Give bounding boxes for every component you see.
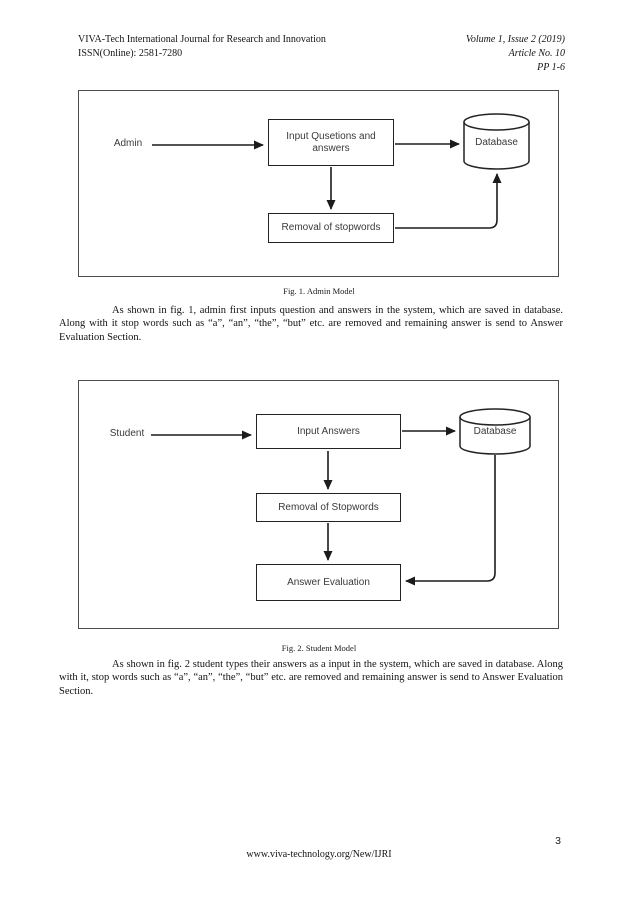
journal-url-link[interactable]: www.viva-technology.org/New/IJRI	[246, 849, 392, 860]
database-cylinder	[463, 113, 530, 170]
node-database-label: Database	[473, 426, 517, 437]
node-removal-stopwords: Removal of stopwords	[268, 213, 394, 243]
page-number: 3	[555, 835, 561, 847]
arrow-database-to-evaluation	[405, 455, 496, 586]
journal-title: VIVA-Tech International Journal for Rese…	[78, 34, 326, 45]
header-left: VIVA-Tech International Journal for Rese…	[78, 33, 326, 61]
figure-2-connectors	[151, 408, 531, 586]
node-removal-stopwords: Removal of Stopwords	[256, 493, 401, 522]
figure-1-admin-model: Admin Input Qusetions and answers Databa…	[78, 90, 559, 277]
page-range: PP 1-6	[537, 62, 565, 73]
figure-1-connectors	[152, 113, 530, 229]
node-database-label: Database	[475, 137, 518, 148]
database-cylinder	[459, 408, 531, 455]
figure-2-caption: Fig. 2. Student Model	[281, 643, 357, 653]
header-right: Volume 1, Issue 2 (2019) Article No. 10 …	[466, 33, 565, 75]
arrow-removal-to-database	[395, 173, 502, 229]
actor-label-admin: Admin	[113, 138, 143, 149]
node-input-answers: Input Answers	[256, 414, 401, 449]
paragraph-admin-model: As shown in fig. 1, admin first inputs q…	[59, 305, 563, 343]
journal-issn: ISSN(Online): 2581-7280	[78, 48, 183, 59]
node-answer-evaluation: Answer Evaluation	[256, 564, 401, 601]
figure-2-student-model: Student Input Answers Database Removal o…	[78, 380, 559, 629]
actor-label-student: Student	[109, 428, 145, 439]
article-number: Article No. 10	[508, 48, 565, 59]
figure-1-caption: Fig. 1. Admin Model	[283, 286, 355, 296]
volume-issue: Volume 1, Issue 2 (2019)	[465, 34, 565, 45]
node-input-questions: Input Qusetions and answers	[268, 119, 394, 166]
paragraph-student-model: As shown in fig. 2 student types their a…	[59, 659, 563, 697]
